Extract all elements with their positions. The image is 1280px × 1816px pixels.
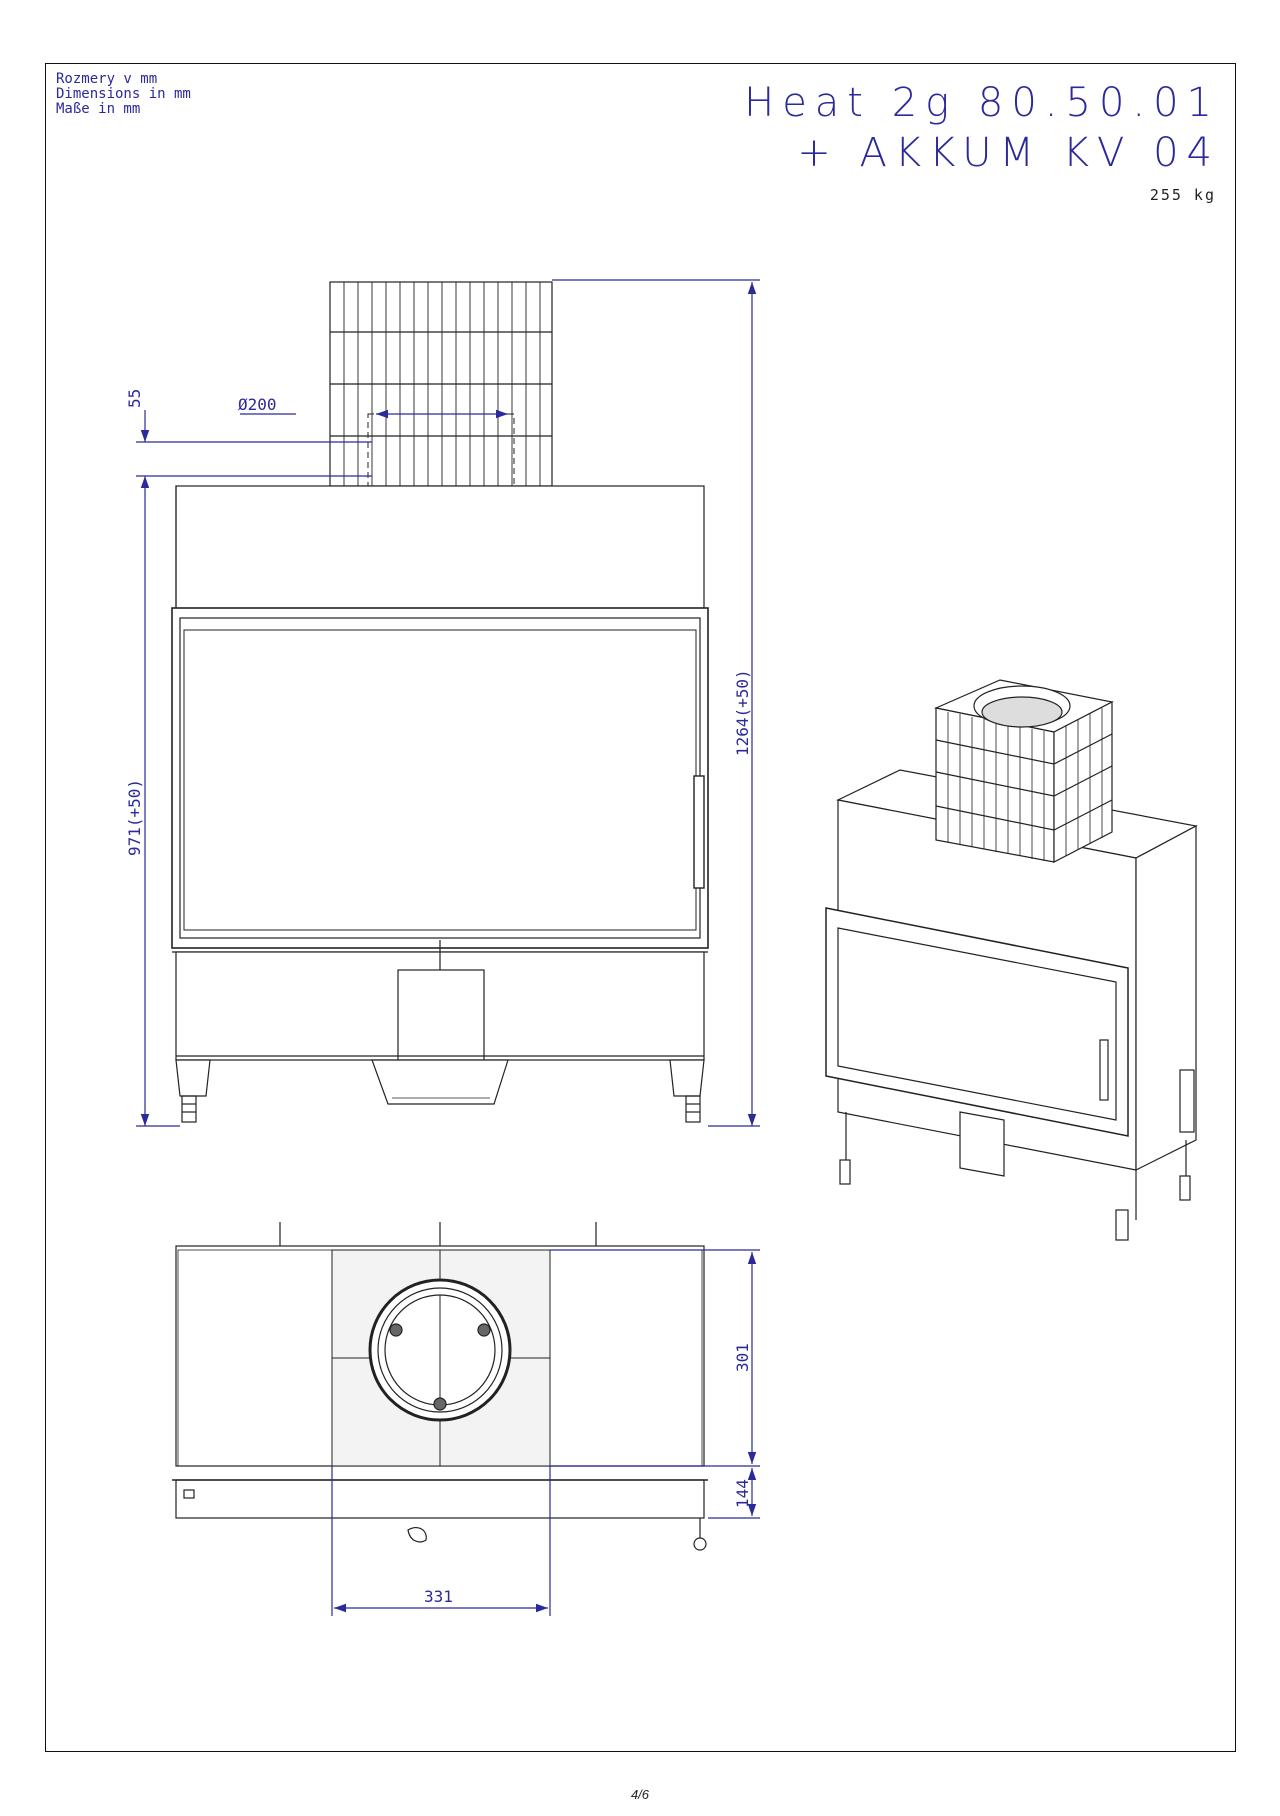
dim-55: 55 [125,389,144,408]
door-frame [171,607,709,949]
upper-housing [175,485,705,611]
door-handle [693,775,705,889]
units-de: Maße in mm [56,101,141,117]
page-number: 4/6 [630,1787,650,1802]
top-dimensions [331,1249,760,1616]
front-view [171,281,709,1123]
dim-diameter: Ø200 [238,395,277,414]
accumulator-stack-front [329,281,553,491]
model-title-line2: + AKKUM KV 04 [797,130,1220,176]
model-title-line1: Heat 2g 80.50.01 [744,80,1220,126]
dim-301: 301 [733,1343,752,1372]
units-en: Dimensions in mm [56,86,191,102]
units-note: Rozmery v mm Dimensions in mm Maße in mm [56,72,191,117]
dim-144: 144 [733,1479,752,1508]
drawing-frame [45,63,1236,1752]
model-title: Heat 2g 80.50.01 + AKKUM KV 04 [744,78,1220,178]
weight-label: 255 kg [1149,186,1216,204]
ash-drawer [371,1059,509,1105]
dim-331: 331 [424,1587,453,1606]
dim-height-total: 1264(+50) [733,669,752,756]
top-view [172,1222,708,1551]
isometric-view [825,679,1198,1241]
dim-height-left: 971(+50) [125,779,144,856]
units-sk: Rozmery v mm [56,71,158,87]
front-dimensions [136,279,760,1127]
